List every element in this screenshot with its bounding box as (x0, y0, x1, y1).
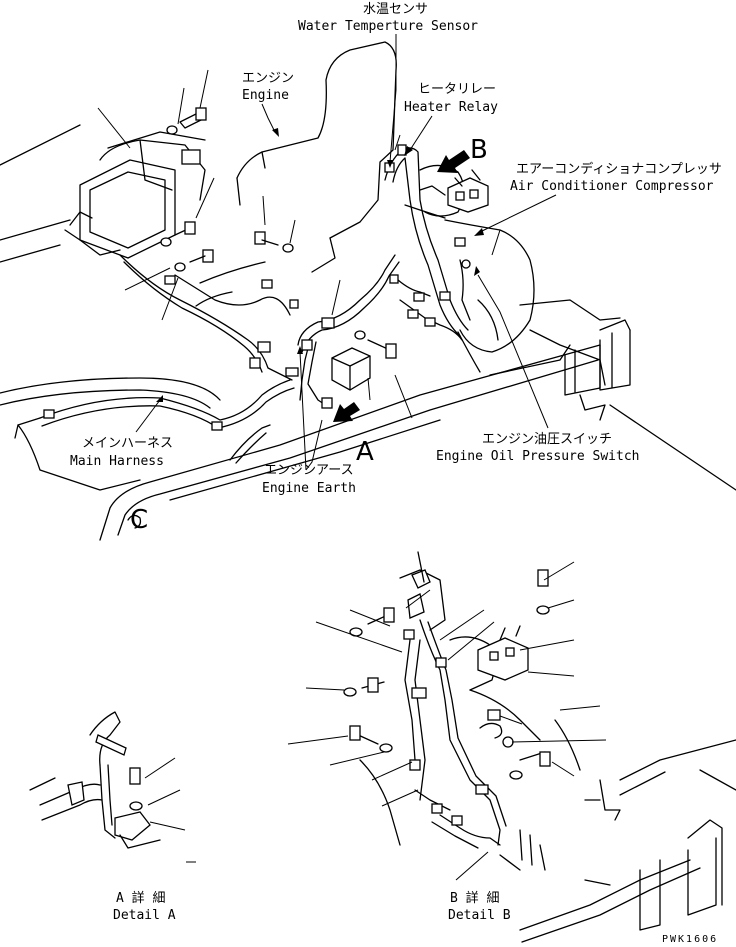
heater-relay-label: Heater Relay (404, 100, 498, 115)
mark-c: C (130, 505, 148, 535)
engine-label-ja: エンジン (242, 71, 294, 86)
view-arrow-a (333, 402, 360, 422)
engine-earth-label-ja: エンジンアース (264, 463, 354, 478)
view-a-mark: A (356, 437, 374, 467)
detail-a-label: Detail A (113, 908, 176, 923)
engine-earth-label: Engine Earth (262, 481, 356, 496)
water-temp-sensor-label-ja: 水温センサ (363, 2, 428, 17)
engine-label: Engine (242, 88, 289, 103)
main-harness-label: Main Harness (70, 454, 164, 469)
relay-box-assembly (0, 131, 206, 263)
detail-a-title: A 詳 細 Detail A (113, 890, 176, 923)
heater-relay-label-ja: ヒータリレー (418, 82, 496, 97)
detail-b-drawing (287, 551, 736, 943)
air-compressor-label-ja: エアーコンディショナコンプレッサ (516, 161, 722, 177)
detail-b-title: B 詳 細 Detail B (448, 890, 511, 923)
main-harness-wire (39, 147, 471, 429)
drawing-code: PWK1606 (662, 934, 718, 945)
detail-b-label: Detail B (448, 908, 511, 923)
main-harness-label-ja: メインハーネス (82, 436, 173, 451)
oil-switch-label: Engine Oil Pressure Switch (436, 449, 640, 464)
frame-rails (0, 124, 736, 541)
water-temp-sensor-label: Water Temperture Sensor (298, 19, 478, 34)
detail-a-drawing (29, 711, 196, 863)
air-compressor-label: Air Conditioner Compressor (510, 179, 714, 194)
detail-a-label-ja: A 詳 細 (116, 890, 165, 906)
hardware-parts (43, 107, 489, 431)
callout-labels: 水温センサ Water Temperture Sensor エンジン Engin… (70, 2, 722, 535)
oil-switch-label-ja: エンジン油圧スイッチ (482, 432, 612, 447)
view-b-mark: B (470, 135, 488, 165)
view-arrow-b (437, 150, 470, 173)
leader-lines (97, 34, 557, 471)
detail-b-label-ja: B 詳 細 (450, 890, 499, 906)
